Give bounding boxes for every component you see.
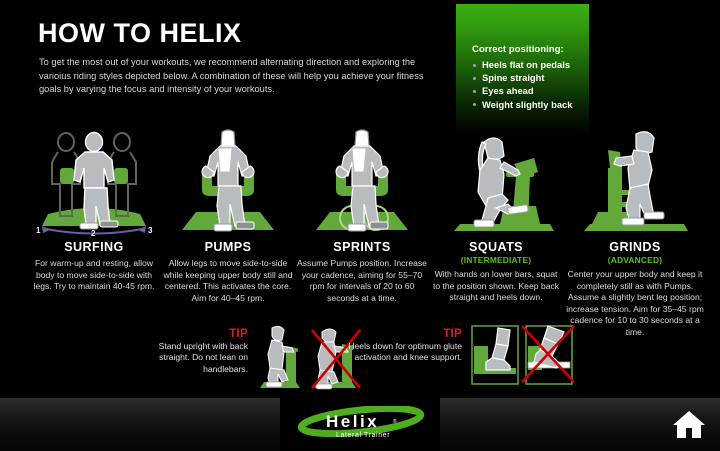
grinds-figure-illustration bbox=[560, 128, 710, 238]
posture-correct-incorrect-illustration bbox=[256, 324, 364, 396]
tip-body: Heels down for optimum glute activation … bbox=[348, 341, 462, 363]
correct-positioning-heading: Correct positioning: bbox=[472, 44, 564, 55]
page-title: HOW TO HELIX bbox=[38, 18, 242, 48]
list-item: Spine straight bbox=[472, 71, 588, 84]
foot-correct-incorrect-illustration bbox=[470, 324, 576, 391]
exercise-card-sprints: SPRINTS Assume Pumps position. Increase … bbox=[292, 128, 432, 304]
sprints-figure-illustration bbox=[292, 128, 432, 238]
helix-logo: Helix ® Lateral Trainer bbox=[296, 404, 426, 444]
squats-figure-illustration bbox=[426, 128, 566, 238]
exercise-description: For warm-up and resting, allow body to m… bbox=[33, 258, 155, 292]
tip-label: TIP bbox=[229, 328, 248, 340]
surfing-figure-illustration: 1 2 3 bbox=[24, 128, 164, 238]
exercise-card-pumps: PUMPS Allow legs to move side-to-side wh… bbox=[158, 128, 298, 304]
exercise-description: Assume Pumps position. Increase your cad… bbox=[297, 258, 427, 303]
pumps-figure-illustration bbox=[158, 128, 298, 238]
correct-positioning-panel: Correct positioning: Heels flat on pedal… bbox=[456, 4, 589, 135]
tip-heels: TIP Heels down for optimum glute activat… bbox=[332, 325, 575, 385]
tip-body: Stand upright with back straight. Do not… bbox=[158, 341, 248, 374]
bottom-bar-right-panel bbox=[440, 398, 720, 451]
exercise-level: (ADVANCED) bbox=[607, 255, 663, 265]
svg-text:®: ® bbox=[393, 418, 397, 425]
exercise-name: SURFING bbox=[64, 240, 124, 254]
tip-text-block: TIP Heels down for optimum glute activat… bbox=[332, 328, 462, 364]
svg-text:3: 3 bbox=[148, 226, 153, 235]
exercise-card-surfing: 1 2 3 SURFING For warm-up and resting, a… bbox=[24, 128, 164, 293]
exercise-description: With hands on lower bars, squat to the p… bbox=[432, 269, 560, 303]
list-item: Heels flat on pedals bbox=[472, 58, 588, 71]
exercise-name: SPRINTS bbox=[333, 240, 391, 254]
list-item: Eyes ahead bbox=[472, 84, 588, 97]
helix-wordmark: Helix bbox=[326, 412, 379, 431]
exercise-list: 1 2 3 SURFING For warm-up and resting, a… bbox=[6, 128, 714, 337]
intro-paragraph: To get the most out of your workouts, we… bbox=[39, 57, 424, 94]
content-panel: HOW TO HELIX To get the most out of your… bbox=[6, 4, 714, 396]
bottom-bar: Helix ® Lateral Trainer bbox=[0, 398, 720, 451]
tip-text-block: TIP Stand upright with back straight. Do… bbox=[128, 328, 248, 375]
home-icon[interactable] bbox=[672, 408, 706, 440]
helix-tagline: Lateral Trainer bbox=[336, 432, 390, 439]
list-item: Weight slightly back bbox=[472, 98, 588, 111]
svg-text:2: 2 bbox=[91, 229, 96, 236]
exercise-name: GRINDS bbox=[609, 240, 661, 254]
exercise-name: SQUATS bbox=[469, 240, 523, 254]
exercise-card-grinds: GRINDS (ADVANCED) Center your upper body… bbox=[560, 128, 710, 339]
exercise-card-squats: SQUATS (INTERMEDIATE) With hands on lowe… bbox=[426, 128, 566, 304]
correct-positioning-list: Heels flat on pedals Spine straight Eyes… bbox=[472, 58, 588, 111]
tip-posture: TIP Stand upright with back straight. Do… bbox=[128, 325, 362, 390]
exercise-description: Center your upper body and keep it compl… bbox=[566, 269, 704, 337]
svg-text:1: 1 bbox=[36, 226, 41, 235]
bottom-bar-left-panel bbox=[0, 398, 280, 451]
exercise-description: Allow legs to move side-to-side while ke… bbox=[163, 258, 293, 303]
exercise-level: (INTERMEDIATE) bbox=[460, 255, 532, 265]
tip-label: TIP bbox=[443, 328, 462, 340]
exercise-name: PUMPS bbox=[204, 240, 252, 254]
